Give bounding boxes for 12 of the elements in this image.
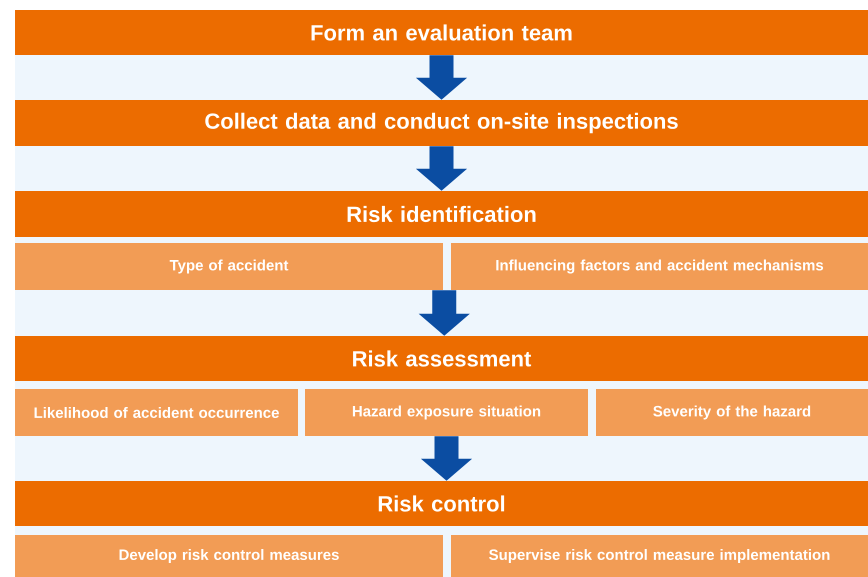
sub-step-box: Likelihood of accident occurrence: [15, 389, 298, 436]
sub-step-box: Develop risk control measures: [15, 535, 443, 577]
step-bar: Risk control: [15, 481, 868, 526]
sub-step-box: Influencing factors and accident mechanisms: [451, 243, 868, 290]
step-bar: Form an evaluation team: [15, 10, 868, 55]
step-bar: Collect data and conduct on-site inspections: [15, 100, 868, 146]
sub-step-box: Supervise risk control measure implementation: [451, 535, 868, 577]
sub-step-box: Type of accident: [15, 243, 443, 290]
sub-step-box: Severity of the hazard: [596, 389, 868, 436]
sub-step-box: Hazard exposure situation: [305, 389, 588, 436]
step-bar: Risk identification: [15, 191, 868, 237]
step-bar: Risk assessment: [15, 336, 868, 381]
